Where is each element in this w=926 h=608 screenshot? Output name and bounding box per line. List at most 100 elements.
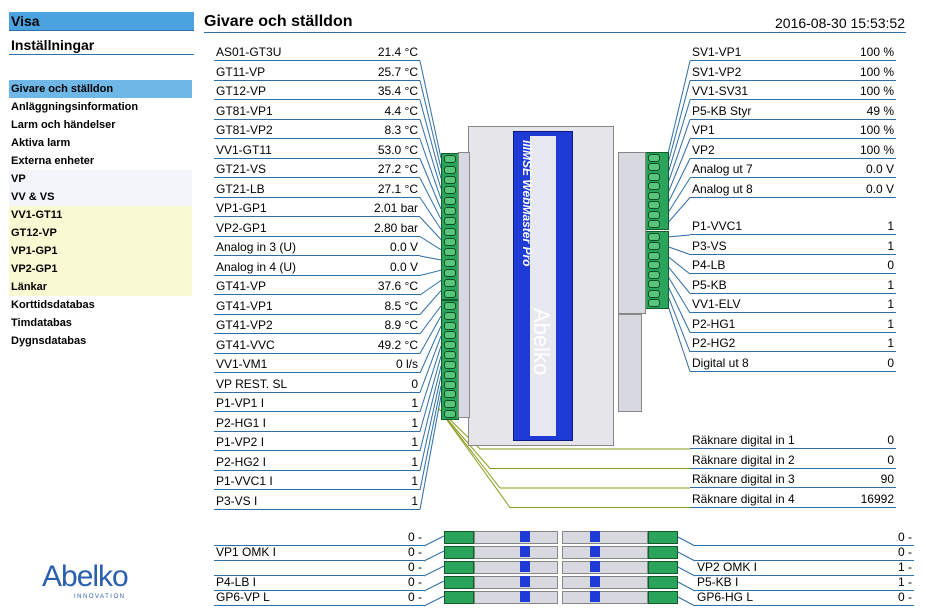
nav-item[interactable]: VP1-GP1 [9, 242, 192, 260]
input-row[interactable]: Analog in 3 (U)0.0 V [214, 238, 420, 256]
bottom-module-right [562, 591, 648, 604]
input-wire [419, 99, 442, 179]
signal-label: GT41-VP2 [216, 318, 273, 332]
signal-value: 35.4 °C [377, 84, 418, 98]
terminal-pin [444, 279, 456, 288]
signal-value: 0 [411, 376, 418, 391]
input-wire [419, 395, 442, 510]
signal-label: GT81-VP1 [216, 103, 273, 118]
bottom-right-row[interactable]: 0 - [695, 528, 914, 546]
nav-visa[interactable]: Visa [9, 12, 194, 31]
nav-item[interactable]: Korttidsdatabas [11, 299, 95, 311]
output-wire [666, 158, 691, 206]
signal-value: 1 [887, 297, 894, 311]
nav-item[interactable]: VV & VS [9, 188, 192, 206]
nav-item[interactable]: Givare och ställdon [9, 80, 192, 98]
nav-item[interactable]: GT12-VP [9, 224, 192, 242]
digital-wire [666, 264, 691, 294]
bottom-left-row[interactable]: 0 - [214, 528, 424, 546]
counter-wire [437, 407, 690, 450]
input-wire [419, 269, 442, 276]
digital-wire [666, 255, 691, 275]
input-row[interactable]: GT81-VP1 4.4 °C [214, 102, 420, 120]
output-wire [666, 197, 691, 225]
signal-value: 100 % [859, 84, 894, 98]
nav-item[interactable]: Larm och händelser [11, 119, 116, 131]
signal-label: GT41-VP [216, 279, 267, 293]
nav-item[interactable]: Anläggningsinformation [11, 101, 139, 113]
bottom-wire [423, 550, 445, 562]
signal-value: 0.0 V [389, 259, 418, 274]
nav-item[interactable]: Timdatabas [11, 317, 72, 329]
bottom-module-led [520, 546, 530, 557]
signal-value: 90 [880, 472, 894, 486]
signal-label: Digital ut 8 [692, 355, 749, 370]
signal-value: 0 - [407, 545, 422, 559]
nav-item[interactable]: Länkar [9, 278, 192, 296]
bottom-right-row[interactable]: 0 - [695, 543, 914, 561]
signal-value: 21.4 °C [377, 45, 418, 59]
nav-item[interactable]: Externa enheter [11, 155, 95, 167]
input-row[interactable]: Analog in 4 (U)0.0 V [214, 258, 420, 276]
bottom-terminal-right [648, 546, 678, 559]
nav-item[interactable]: VP [9, 170, 192, 188]
nav-item[interactable]: Dygnsdatabas [11, 335, 87, 347]
input-wire [419, 335, 442, 393]
signal-value: 4.4 °C [384, 103, 418, 118]
nav-item[interactable]: VV1-GT11 [9, 206, 192, 224]
counter-wire [446, 419, 690, 508]
nav-installningar[interactable]: Inställningar [9, 36, 194, 55]
nav-item[interactable]: VP2-GP1 [9, 260, 192, 278]
nav-item[interactable]: Aktiva larm [11, 137, 71, 149]
signal-value: 27.2 °C [377, 162, 418, 176]
bottom-left-row[interactable]: 0 - [214, 558, 424, 576]
